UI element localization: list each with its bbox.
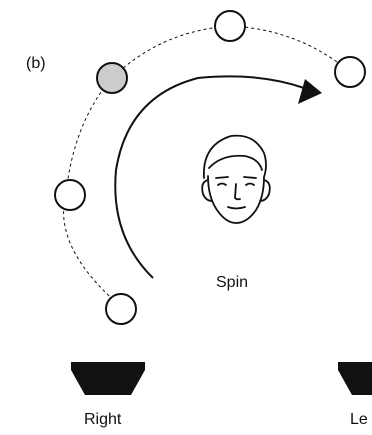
position-marker-highlighted [96, 62, 128, 94]
panel-label: (b) [26, 55, 46, 72]
curved-arrow-icon [114, 75, 322, 279]
speaker-icon [71, 362, 145, 395]
face-icon [201, 134, 271, 224]
position-marker-3 [214, 10, 246, 42]
speaker-right-top [71, 362, 145, 370]
speaker-icon [338, 362, 372, 395]
spin-arrow-shaft [114, 75, 305, 279]
speaker-left-label: Le [350, 411, 368, 428]
speaker-left-top [338, 362, 372, 370]
speaker-right-body [71, 370, 145, 395]
position-marker-2 [54, 179, 86, 211]
speaker-right-label: Right [84, 411, 122, 428]
spin-label: Spin [216, 274, 249, 291]
position-marker-4 [334, 56, 366, 88]
spin-arrow-head [298, 79, 322, 104]
speaker-left-body [338, 370, 372, 395]
position-marker-1 [105, 293, 137, 325]
